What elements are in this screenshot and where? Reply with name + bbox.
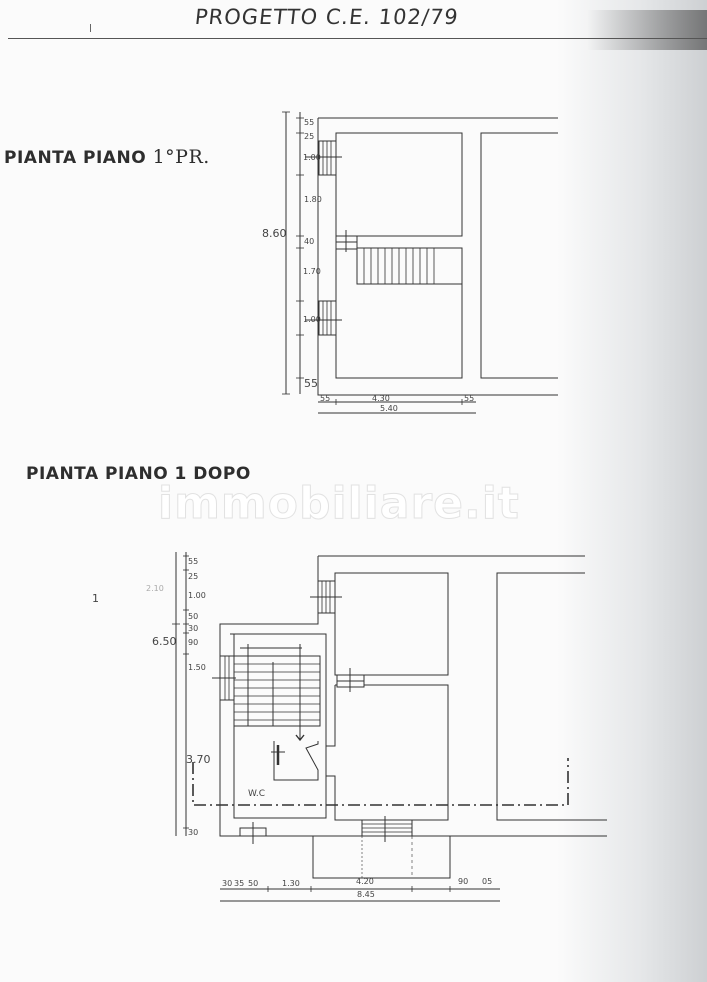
plan-title-suffix: 1°PR. [152,146,210,168]
dim-label: 4.30 [372,394,390,403]
dim-label: 90 [188,638,198,647]
dim-total-width: 8.45 [357,890,375,899]
dim-label: 1.70 [303,267,321,276]
dim-label: 30 [188,828,198,837]
dim-label: 55 [304,377,318,390]
dim-label: 35 [234,879,244,888]
dim-label: 25 [188,572,198,581]
dim-lower-height: 3.70 [186,753,211,766]
dim-label: 55 [320,394,330,403]
header-tick [90,24,91,32]
dim-label: 50 [188,612,198,621]
dim-label: 55 [304,118,314,127]
dim-label: 1.00 [303,153,321,162]
dim-label: 05 [482,877,492,886]
dim-label: 1.50 [188,663,206,672]
dim-label: 55 [464,394,474,403]
dim-label: 1.00 [303,315,321,324]
dim-label: 90 [458,877,468,886]
side-mark: 1 [92,592,99,605]
dim-label: 25 [304,132,314,141]
dim-label: 1.80 [304,195,322,204]
dim-total-height: 6.50 [152,635,177,648]
watermark-logo: immobiliare.it [158,478,520,530]
plan-title-first-floor: PIANTA PIANO 1°PR. [4,146,210,168]
dim-label: 1.30 [282,879,300,888]
dim-total-width: 5.40 [380,404,398,413]
plan-title-text: PIANTA PIANO [4,148,147,168]
dim-label: 55 [188,557,198,566]
dim-label: 30 [222,879,232,888]
dim-label: 30 [188,624,198,633]
dim-label: 40 [304,237,314,246]
dim-total-height: 8.60 [262,227,287,240]
plan-title-after: PIANTA PIANO 1 DOPO [26,464,251,484]
header-rule [8,38,707,39]
dim-label: 4.20 [356,877,374,886]
dim-label: 50 [248,879,258,888]
dim-label: 1.00 [188,591,206,600]
dim-upper-height: 2.10 [146,584,164,593]
room-label-wc: W.C [248,789,265,799]
